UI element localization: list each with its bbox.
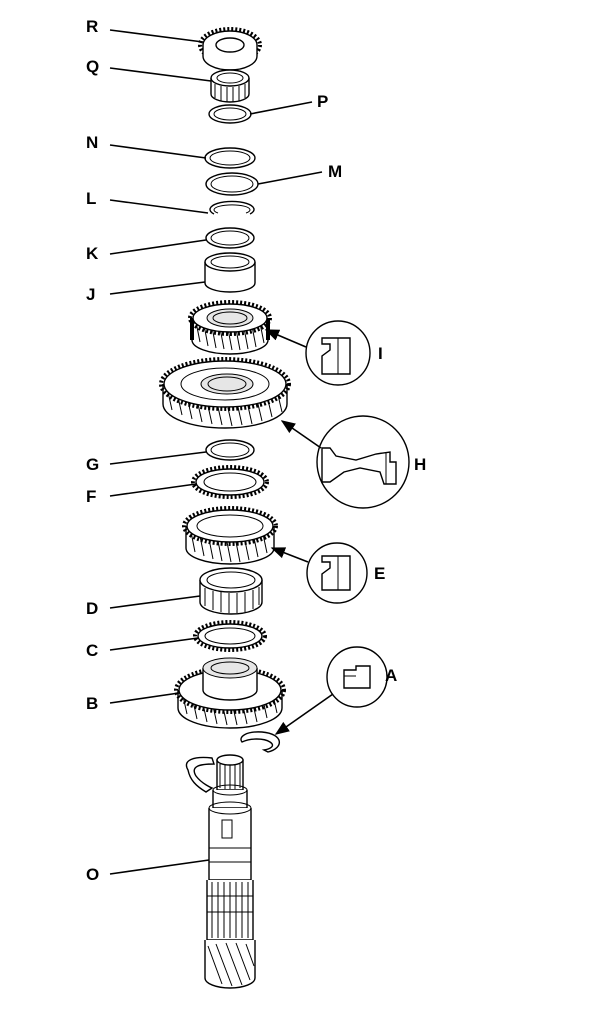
part-q-bearing — [210, 69, 250, 103]
part-l-snap-ring — [209, 200, 255, 215]
callout-h — [280, 415, 410, 509]
callout-e — [270, 542, 368, 604]
label-d: D — [86, 599, 98, 618]
label-a: A — [385, 666, 397, 685]
part-o-mainshaft — [185, 754, 256, 989]
label-r: R — [86, 17, 98, 36]
part-e-gear — [182, 506, 278, 565]
label-k: K — [86, 244, 99, 263]
label-p: P — [317, 92, 328, 111]
callout-a — [274, 646, 388, 735]
part-d-bearing — [199, 567, 263, 615]
part-f-ring — [191, 465, 269, 499]
part-n-ring — [204, 147, 256, 169]
part-b-gear — [174, 657, 286, 729]
label-e: E — [374, 564, 385, 583]
part-labels: R Q P N M L K J I H G F E D C B A O — [86, 17, 426, 884]
label-o: O — [86, 865, 99, 884]
label-j: J — [86, 285, 95, 304]
label-h: H — [414, 455, 426, 474]
label-n: N — [86, 133, 98, 152]
label-q: Q — [86, 57, 99, 76]
part-j-collar — [204, 252, 256, 293]
label-c: C — [86, 641, 98, 660]
part-m-ring — [205, 172, 259, 196]
callout-i — [264, 320, 371, 386]
part-k-ring — [205, 227, 255, 249]
part-h-gear — [159, 357, 291, 429]
label-l: L — [86, 189, 96, 208]
part-g-ring — [205, 439, 255, 461]
label-f: F — [86, 487, 96, 506]
label-i: I — [378, 344, 383, 363]
label-b: B — [86, 694, 98, 713]
part-r-gear — [198, 27, 262, 71]
part-i-gear — [188, 300, 272, 355]
part-c-ring — [193, 620, 267, 652]
part-p-ring — [208, 104, 252, 124]
label-g: G — [86, 455, 99, 474]
part-a-snap-ring — [240, 731, 280, 753]
label-m: M — [328, 162, 342, 181]
leader-lines — [109, 29, 323, 875]
